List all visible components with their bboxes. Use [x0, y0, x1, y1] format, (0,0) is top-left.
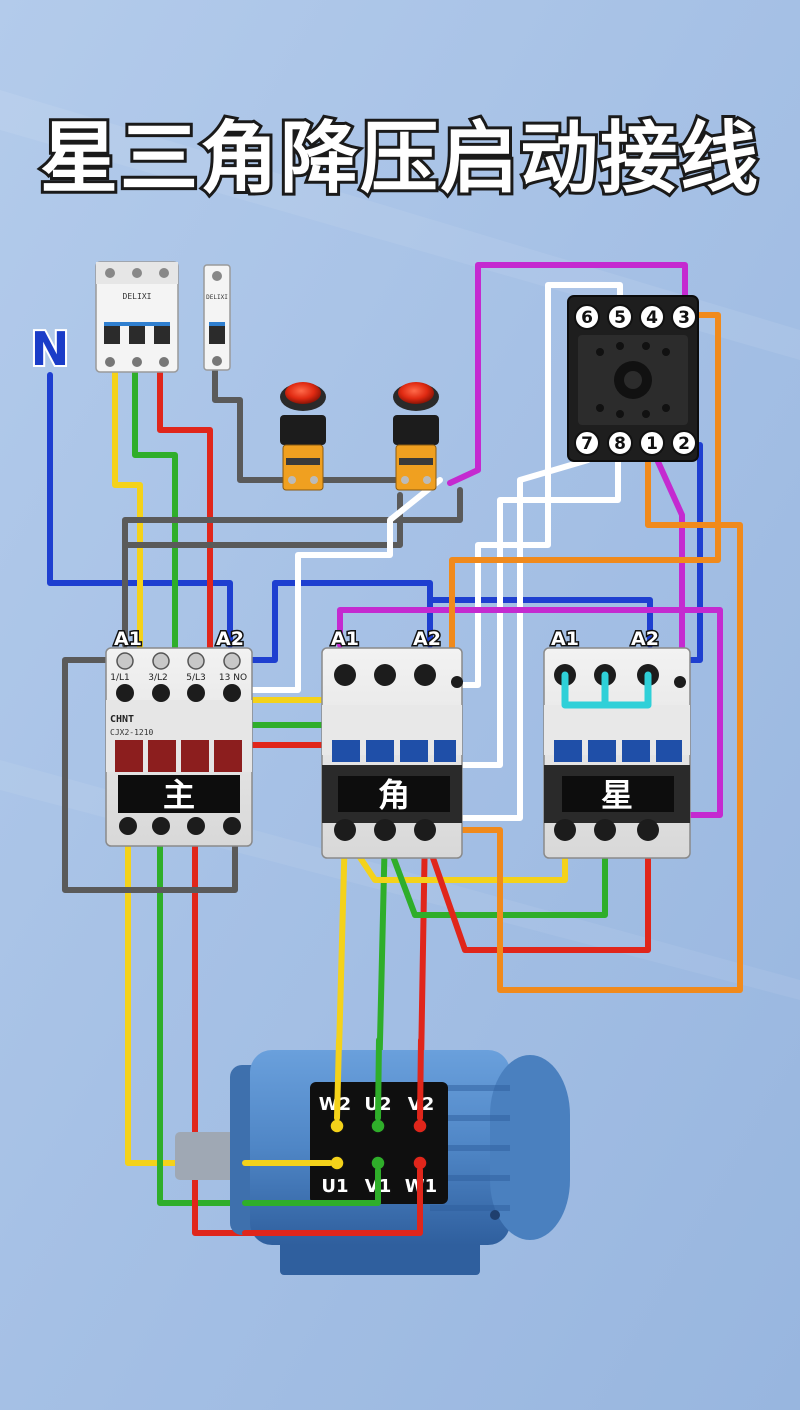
relay-pin-3: 3	[678, 308, 690, 328]
main-coil-a2: A2	[216, 628, 244, 650]
delta-coil-a1: A1	[331, 628, 359, 650]
page-title: 星三角降压启动接线	[40, 114, 760, 204]
motor-wire-overlay	[242, 1037, 424, 1236]
breaker-brand-label: DELIXI	[123, 292, 152, 301]
delta-coil-a2: A2	[413, 628, 441, 650]
relay-top-pins: 6 5 4 3	[574, 304, 697, 330]
small-breaker-brand-label: DELIXI	[206, 294, 228, 301]
stop-push-button[interactable]	[280, 382, 326, 491]
main-contactor-label: 主	[163, 776, 195, 814]
delta-contactor: 角 A1 A2	[321, 627, 463, 859]
main-brand: CHNT	[110, 714, 134, 725]
relay-pin-8: 8	[614, 434, 626, 454]
neutral-label: N	[31, 322, 70, 376]
main-terminal-3: 3/L2	[148, 673, 168, 683]
relay-pin-1: 1	[646, 434, 658, 454]
relay-pin-5: 5	[614, 308, 626, 328]
start-push-button[interactable]	[393, 382, 439, 491]
relay-pin-7: 7	[581, 434, 593, 454]
delta-contactor-label: 角	[378, 776, 410, 814]
star-contactor: 星 A1 A2	[543, 627, 691, 859]
main-contactor: CHNT CJX2-1210 1/L1 3/L2 5/L3 13 NO 主 A1…	[105, 627, 253, 847]
single-pole-breaker: DELIXI	[203, 264, 231, 371]
time-relay-socket: 6 5 4 3 7 8 1 2	[567, 295, 699, 462]
star-point-bridge	[561, 671, 652, 709]
main-terminal-5: 5/L3	[186, 673, 206, 683]
three-pole-breaker: DELIXI	[95, 261, 179, 373]
star-coil-a1: A1	[551, 628, 579, 650]
main-terminal-13: 13 NO	[219, 673, 247, 683]
main-terminal-1: 1/L1	[110, 673, 130, 683]
star-contactor-label: 星	[601, 776, 633, 814]
relay-pin-4: 4	[646, 308, 658, 328]
motor-terminal-u1: U1	[321, 1176, 348, 1197]
main-coil-a1: A1	[114, 628, 142, 650]
relay-bottom-pins: 7 8 1 2	[574, 430, 697, 456]
main-model: CJX2-1210	[110, 728, 154, 737]
relay-pin-6: 6	[581, 308, 593, 328]
star-coil-a2: A2	[631, 628, 659, 650]
relay-pin-2: 2	[678, 434, 690, 454]
